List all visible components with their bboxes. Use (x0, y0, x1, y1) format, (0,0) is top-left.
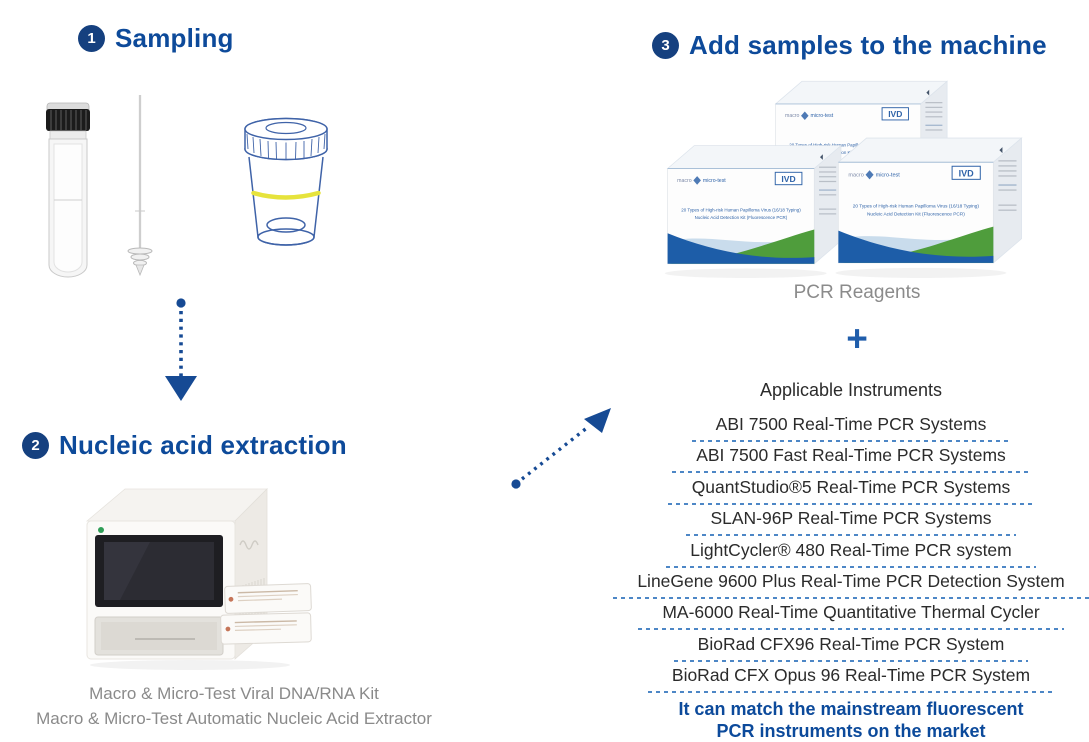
step2-title-label: Nucleic acid extraction (59, 430, 347, 460)
instrument-item: BioRad CFX Opus 96 Real-Time PCR System (647, 665, 1055, 694)
instruments-note: It can match the mainstream fluorescent … (612, 698, 1089, 742)
specimen-cup-illustration (244, 117, 328, 246)
step1-number-badge: 1 (78, 25, 105, 52)
step3-number-badge: 3 (652, 32, 679, 59)
down-arrow-icon (165, 298, 197, 401)
step3-title-label: Add samples to the machine (689, 30, 1047, 60)
step2-title: 2 Nucleic acid extraction (22, 430, 347, 461)
plus-icon: + (846, 318, 868, 359)
instrument-item: SLAN-96P Real-Time PCR Systems (686, 508, 1016, 537)
instrument-row: ABI 7500 Fast Real-Time PCR Systems (612, 445, 1089, 476)
instrument-item: BioRad CFX96 Real-Time PCR System (673, 634, 1029, 662)
step2-number-badge: 2 (22, 432, 49, 459)
instruments-note-line2: PCR instruments on the market (716, 721, 986, 741)
instrument-item: ABI 7500 Fast Real-Time PCR Systems (672, 445, 1030, 474)
machine-power-light (98, 527, 104, 533)
pcr-kit-box-front-right (830, 126, 1042, 283)
instrument-item: ABI 7500 Real-Time PCR Systems (691, 414, 1011, 442)
applicable-instruments-list: Applicable Instruments ABI 7500 Real-Tim… (612, 380, 1089, 697)
step1-title: 1 Sampling (78, 23, 234, 54)
instrument-item: LightCycler® 480 Real-Time PCR system (666, 540, 1036, 568)
extractor-machine-illustration (85, 488, 312, 670)
pcr-kit-boxes (640, 68, 1070, 282)
extractor-captions: Macro & Micro-Test Viral DNA/RNA Kit Mac… (0, 681, 468, 731)
instrument-item: QuantStudio®5 Real-Time PCR Systems (667, 477, 1035, 505)
instrument-row: BioRad CFX Opus 96 Real-Time PCR System (612, 665, 1089, 696)
extractor-caption-machine: Macro & Micro-Test Automatic Nucleic Aci… (36, 709, 432, 728)
instrument-row: QuantStudio®5 Real-Time PCR Systems (612, 477, 1089, 508)
instrument-item: MA-6000 Real-Time Quantitative Thermal C… (638, 602, 1065, 631)
instrument-row: SLAN-96P Real-Time PCR Systems (612, 508, 1089, 539)
reagent-pouches (220, 583, 312, 645)
instrument-row: MA-6000 Real-Time Quantitative Thermal C… (612, 602, 1089, 633)
instrument-row: LineGene 9600 Plus Real-Time PCR Detecti… (612, 571, 1089, 602)
instruments-note-line1: It can match the mainstream fluorescent (678, 699, 1024, 719)
instrument-item: LineGene 9600 Plus Real-Time PCR Detecti… (613, 571, 1089, 599)
machine-logo-squiggle (239, 540, 259, 550)
extractor-caption-kit: Macro & Micro-Test Viral DNA/RNA Kit (89, 684, 379, 703)
instrument-row: LightCycler® 480 Real-Time PCR system (612, 540, 1089, 571)
pcr-reagents-caption: PCR Reagents (793, 282, 921, 303)
collection-tube-illustration (46, 102, 90, 278)
step1-title-label: Sampling (115, 23, 234, 53)
step3-title: 3 Add samples to the machine (652, 30, 1047, 61)
instrument-row: ABI 7500 Real-Time PCR Systems (612, 414, 1089, 445)
sampling-swab-illustration (127, 95, 153, 277)
instrument-row: BioRad CFX96 Real-Time PCR System (612, 634, 1089, 665)
diagonal-arrow-icon (511, 408, 611, 489)
instruments-header: Applicable Instruments (759, 380, 943, 400)
